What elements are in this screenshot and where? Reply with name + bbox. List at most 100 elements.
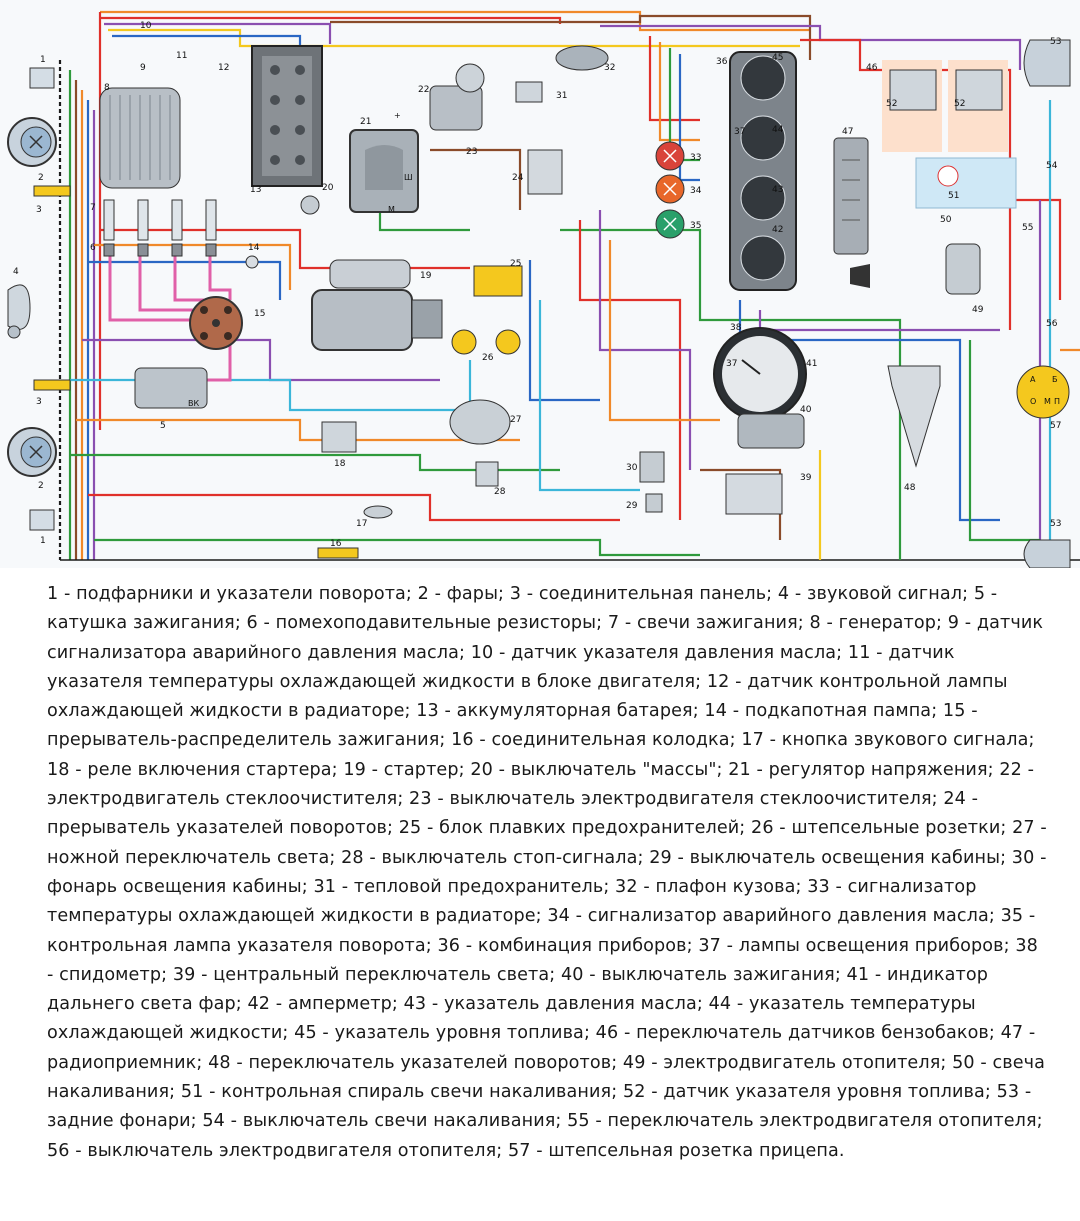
label-52: 52 bbox=[954, 99, 965, 109]
thermal-fuse-icon bbox=[515, 81, 543, 103]
socket-pin-a: А bbox=[1030, 375, 1036, 384]
terminal-labels: ВК Ш М + А Б О М П bbox=[188, 111, 1060, 408]
label-43: 43 bbox=[772, 185, 783, 195]
headlight-icon bbox=[7, 117, 57, 167]
resistor-icon bbox=[103, 243, 217, 257]
terminal-vk-label: ВК bbox=[188, 399, 199, 408]
label-41: 41 bbox=[806, 359, 817, 369]
legend-body: 1 - подфарники и указатели поворота; 2 -… bbox=[47, 584, 1047, 1161]
turn-switch-icon bbox=[887, 365, 941, 468]
flasher-relay-icon bbox=[527, 149, 563, 195]
headlight-icon bbox=[7, 427, 57, 477]
connector-block-icon bbox=[317, 547, 359, 559]
label-37: 37 bbox=[734, 127, 745, 137]
label-25: 25 bbox=[510, 259, 521, 269]
warning-lamp-icon bbox=[655, 141, 685, 171]
starter-icon bbox=[311, 259, 443, 351]
label-38: 38 bbox=[730, 323, 742, 333]
label-54: 54 bbox=[1046, 161, 1058, 171]
foot-switch-icon bbox=[449, 399, 511, 445]
label-39: 39 bbox=[800, 473, 812, 483]
label-37: 37 bbox=[726, 359, 737, 369]
label-4: 4 bbox=[13, 267, 19, 277]
battery-icon bbox=[251, 45, 323, 187]
legend-text: 1 - подфарники и указатели поворота; 2 -… bbox=[47, 580, 1047, 1166]
glow-panel-icon bbox=[915, 157, 1017, 209]
terminal-m-label: М bbox=[388, 205, 395, 214]
fuse-box-icon bbox=[473, 265, 523, 297]
label-52: 52 bbox=[886, 99, 897, 109]
label-50: 50 bbox=[940, 215, 952, 225]
label-49: 49 bbox=[972, 305, 984, 315]
label-45: 45 bbox=[772, 53, 783, 63]
label-16: 16 bbox=[330, 539, 342, 549]
label-11: 11 bbox=[176, 51, 187, 61]
label-22: 22 bbox=[418, 85, 429, 95]
label-33: 33 bbox=[690, 153, 701, 163]
socket-pin-b: Б bbox=[1052, 375, 1058, 384]
connector-panel-icon bbox=[33, 185, 71, 391]
cabin-lamp-icon bbox=[639, 451, 665, 513]
label-9: 9 bbox=[140, 63, 146, 73]
label-21: 21 bbox=[360, 117, 371, 127]
socket-pin-o: О bbox=[1030, 397, 1036, 406]
spark-plug-icon bbox=[103, 199, 217, 241]
fuel-sensor-icon bbox=[882, 60, 1008, 152]
label-47: 47 bbox=[842, 127, 853, 137]
label-19: 19 bbox=[420, 271, 432, 281]
brake-switch-icon bbox=[475, 461, 499, 487]
wiper-motor-icon bbox=[429, 63, 485, 131]
label-2: 2 bbox=[38, 173, 44, 183]
trailer-socket-icon bbox=[1016, 365, 1070, 419]
sidelamp-icon bbox=[29, 67, 55, 531]
label-57: 57 bbox=[1050, 421, 1061, 431]
label-56: 56 bbox=[1046, 319, 1058, 329]
label-5: 5 bbox=[160, 421, 166, 431]
label-51: 51 bbox=[948, 191, 959, 201]
distributor-icon bbox=[189, 296, 243, 350]
mass-switch-icon bbox=[300, 195, 320, 215]
label-20: 20 bbox=[322, 183, 334, 193]
generator-icon bbox=[99, 87, 181, 189]
wiring-diagram: 1 1 2 2 3 3 4 5 6 7 8 9 10 11 12 13 14 1… bbox=[0, 0, 1080, 568]
label-29: 29 bbox=[626, 501, 638, 511]
label-1: 1 bbox=[40, 536, 46, 546]
label-15: 15 bbox=[254, 309, 265, 319]
light-switch-icon bbox=[725, 473, 783, 515]
heater-motor-icon bbox=[945, 243, 981, 295]
label-14: 14 bbox=[248, 243, 260, 253]
label-53: 53 bbox=[1050, 519, 1061, 529]
label-23: 23 bbox=[466, 147, 477, 157]
label-27: 27 bbox=[510, 415, 521, 425]
radio-icon bbox=[833, 137, 870, 288]
label-12: 12 bbox=[218, 63, 229, 73]
label-34: 34 bbox=[690, 186, 702, 196]
label-10: 10 bbox=[140, 21, 152, 31]
wiring-diagram-svg: 1 1 2 2 3 3 4 5 6 7 8 9 10 11 12 13 14 1… bbox=[7, 10, 1080, 568]
label-46: 46 bbox=[866, 63, 878, 73]
regulator-icon bbox=[349, 129, 419, 213]
taillamp-icon bbox=[1023, 39, 1071, 568]
horn-icon bbox=[7, 284, 31, 339]
label-28: 28 bbox=[494, 487, 506, 497]
ignition-coil-icon bbox=[134, 367, 208, 409]
label-35: 35 bbox=[690, 221, 701, 231]
dome-lamp-icon bbox=[555, 45, 609, 71]
underhood-lamp-icon bbox=[245, 255, 259, 269]
speedometer-icon bbox=[713, 327, 807, 421]
label-55: 55 bbox=[1022, 223, 1033, 233]
label-3: 3 bbox=[36, 397, 42, 407]
label-42: 42 bbox=[772, 225, 783, 235]
starter-relay-icon bbox=[321, 421, 357, 453]
warning-lamp-icon bbox=[655, 209, 685, 239]
label-17: 17 bbox=[356, 519, 367, 529]
label-24: 24 bbox=[512, 173, 524, 183]
label-30: 30 bbox=[626, 463, 638, 473]
label-36: 36 bbox=[716, 57, 728, 67]
label-6: 6 bbox=[90, 243, 96, 253]
label-31: 31 bbox=[556, 91, 567, 101]
label-44: 44 bbox=[772, 125, 784, 135]
label-7: 7 bbox=[90, 203, 96, 213]
label-53: 53 bbox=[1050, 37, 1061, 47]
socket-icon bbox=[451, 329, 521, 355]
